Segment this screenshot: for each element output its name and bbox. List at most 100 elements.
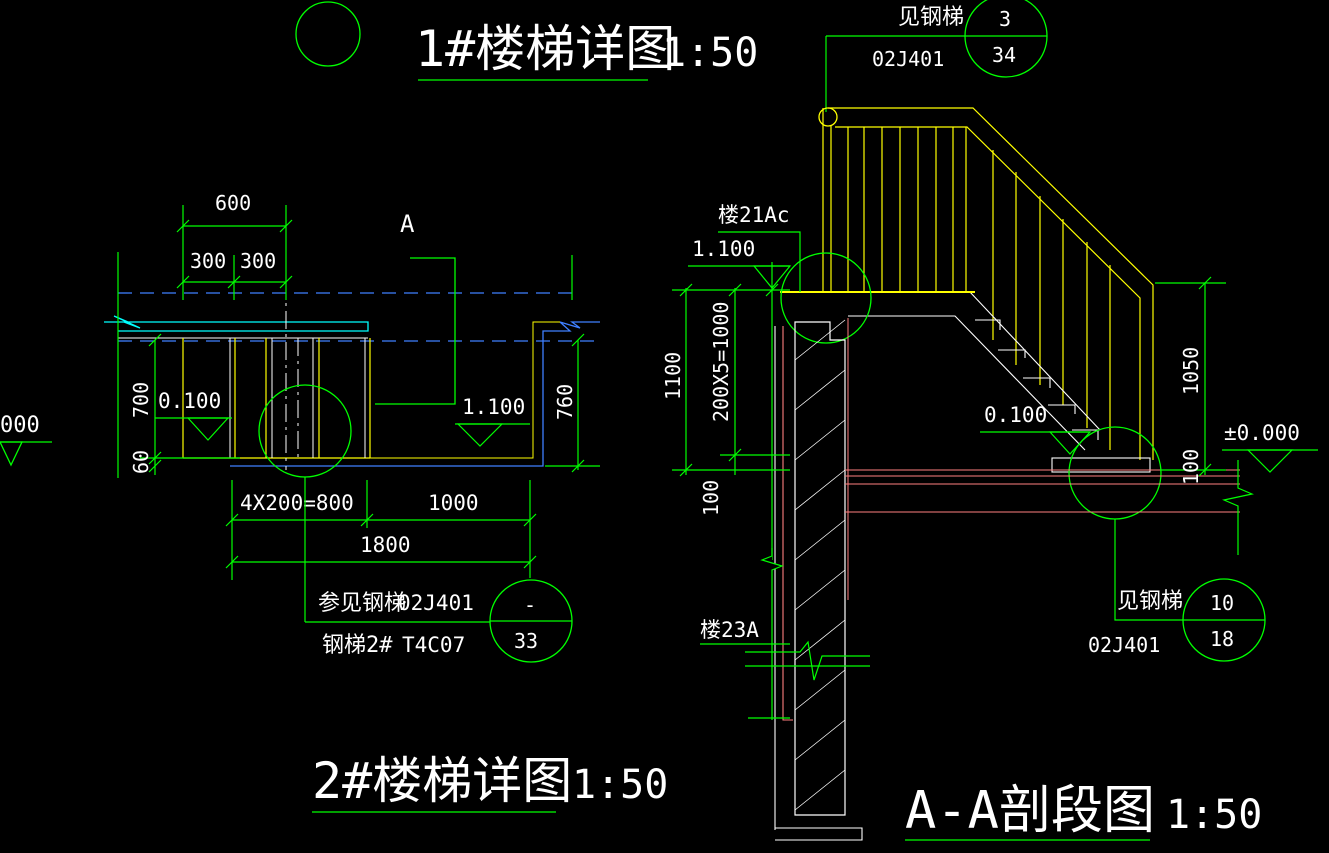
dim-tick (176, 275, 190, 289)
section-wall (774, 318, 863, 841)
stair-upper-line (842, 291, 1101, 431)
section-dim-100-right: 100 (1179, 449, 1203, 485)
plan-section-leader (375, 257, 456, 405)
section-floor-tag-leader (718, 231, 801, 292)
title-3-text: A-A剖段图 (905, 781, 1155, 841)
plan-dim-1000: 1000 (428, 491, 479, 515)
wall-break-line (745, 640, 870, 681)
plan-ref-top: - (524, 593, 536, 617)
section-stair-steps (842, 291, 1151, 473)
plan-right-dimension (545, 255, 600, 473)
plan-dim-steps: 4X200=800 (240, 491, 354, 515)
step-profile (1048, 404, 1076, 414)
plan-drawing: A 600 300 300 700 60 (104, 191, 600, 663)
plan-floor-profile (230, 321, 600, 467)
hatch (794, 669, 846, 711)
dim-tick (765, 283, 779, 297)
hatch (794, 569, 846, 611)
hatch (794, 519, 846, 561)
title-2-group: 2#楼梯详图 1:50 (312, 752, 668, 813)
hatch (794, 619, 846, 661)
section-elev-ground-triangle (1246, 449, 1294, 473)
hatch (794, 719, 846, 761)
plan-elev-high-text: 1.100 (462, 395, 525, 419)
dim-tick (679, 463, 693, 477)
title-1-text: 1#楼梯详图 (415, 20, 675, 78)
plan-detail-circle (258, 384, 352, 478)
dim-tick (148, 459, 162, 473)
section-wall-tag: 楼23A (700, 618, 759, 642)
plan-dim-760: 760 (553, 384, 577, 420)
dim-tick (728, 283, 742, 297)
plan-section-mark: A (400, 210, 415, 238)
dim-tick (679, 283, 693, 297)
title-1-scale: 1:50 (662, 30, 758, 76)
left-elev-triangle (0, 441, 24, 467)
rail-top (828, 107, 1154, 460)
section-elev-mid: 0.100 (984, 403, 1047, 427)
section-left-dimensions (672, 262, 790, 720)
wall-outline (794, 321, 846, 816)
plan-ref-stair: 钢梯2# (322, 633, 393, 658)
plan-elev-low-triangle (186, 417, 230, 441)
step-profile (975, 319, 1001, 330)
section-top-den: 34 (992, 43, 1016, 67)
title-2-text: 2#楼梯详图 (312, 752, 572, 810)
title-1-group: 1#楼梯详图 1:50 (295, 1, 758, 81)
plan-dim-700: 700 (129, 382, 153, 418)
dim-tick (148, 333, 162, 347)
plan-top-dimensions (176, 205, 293, 300)
dim-tick (279, 275, 293, 289)
step-profile (1023, 377, 1051, 388)
wall-base (775, 827, 863, 841)
section-right-dimensions (1155, 276, 1226, 477)
plan-stair-side-lines (229, 338, 366, 458)
section-bot-den: 18 (1210, 627, 1234, 651)
section-elev-top: 1.100 (692, 237, 755, 261)
plan-elev-high-triangle (456, 423, 504, 447)
section-bot-ref-leader (1114, 519, 1183, 621)
hatch (794, 369, 846, 411)
section-dim-1050: 1050 (1179, 347, 1203, 395)
stair-lower-line (848, 315, 1086, 451)
wall-hatch (794, 319, 846, 811)
plan-ref-label: 参见钢梯 (318, 591, 406, 616)
dim-tick (728, 448, 742, 462)
section-floor-tag: 楼21Ac (718, 203, 790, 227)
section-top-ref-dot (818, 107, 838, 127)
slab-break-line (1222, 460, 1254, 555)
plan-dim-600: 600 (215, 191, 251, 215)
plan-left-dimensions (117, 252, 240, 478)
section-bot-label: 见钢梯 (1117, 589, 1183, 614)
dim-tick (148, 451, 162, 465)
title-3-group: A-A剖段图 1:50 (905, 781, 1262, 841)
plan-dim-300-b: 300 (240, 249, 276, 273)
section-top-num: 3 (999, 7, 1011, 31)
plan-ref-bottom: 33 (514, 629, 538, 653)
dim-tick (227, 275, 241, 289)
dim-tick (225, 513, 239, 527)
plan-landing-slab (104, 315, 369, 332)
dim-tick (571, 459, 585, 473)
plan-dim-60: 60 (129, 450, 153, 474)
step-profile (998, 349, 1026, 358)
section-dim-200x5: 200X5=1000 (709, 302, 733, 422)
section-drawing: 见钢梯 02J401 3 34 (661, 0, 1318, 841)
hatch (794, 319, 846, 361)
section-elev-mid-triangle (1048, 431, 1092, 455)
stair-base-plate (1051, 457, 1151, 473)
dim-tick (360, 513, 374, 527)
dim-break (760, 548, 784, 720)
title-2-scale: 1:50 (572, 762, 668, 808)
section-railing (822, 107, 1154, 460)
plan-ref-code: 02J401 (398, 591, 474, 615)
left-elevation-text: 000 (0, 413, 40, 438)
dim-tick (523, 555, 537, 569)
dim-tick (176, 219, 190, 233)
rail-top-inner (835, 126, 1141, 460)
section-elev-ground: ±0.000 (1224, 421, 1300, 445)
section-detail-circle-top (780, 252, 872, 344)
section-bot-num: 10 (1210, 591, 1234, 615)
hatch (794, 419, 846, 461)
